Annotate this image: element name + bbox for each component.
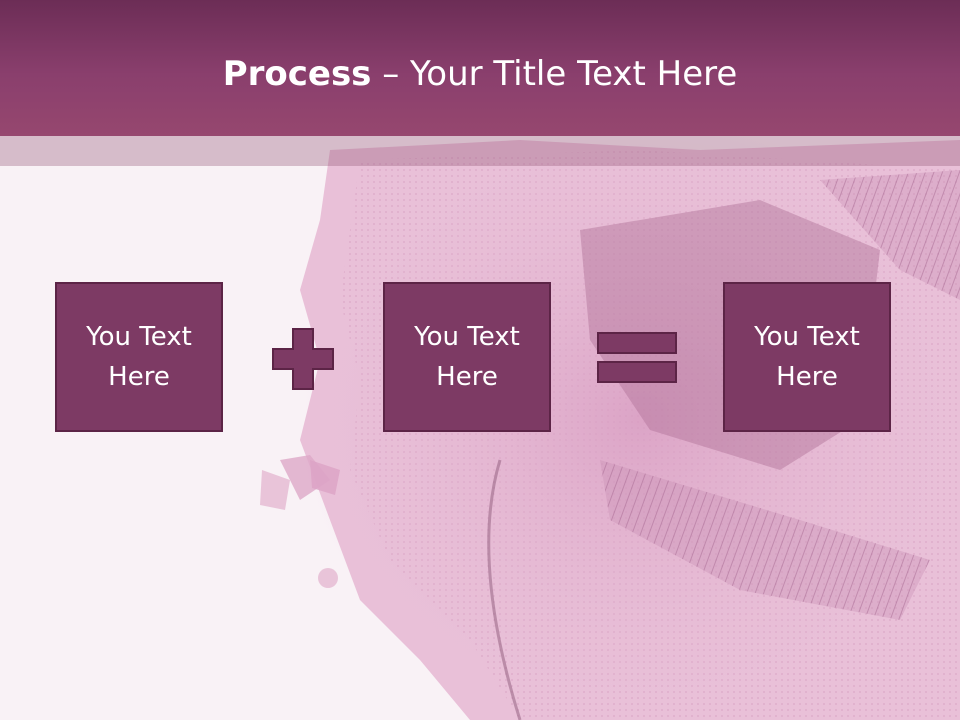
process-box-1[interactable]: You Text Here [55, 282, 223, 432]
slide-title: Process – Your Title Text Here [0, 52, 960, 96]
title-rest-text: – Your Title Text Here [371, 54, 738, 94]
title-bar [0, 0, 960, 136]
plus-icon [272, 328, 334, 390]
title-accent-stripe [0, 136, 960, 166]
process-box-3[interactable]: You Text Here [723, 282, 891, 432]
process-box-2-label: You Text Here [414, 322, 520, 392]
equals-icon [597, 332, 677, 383]
process-box-1-label: You Text Here [86, 322, 192, 392]
title-bold-text: Process [222, 54, 372, 94]
process-box-2[interactable]: You Text Here [383, 282, 551, 432]
process-box-3-label: You Text Here [754, 322, 860, 392]
